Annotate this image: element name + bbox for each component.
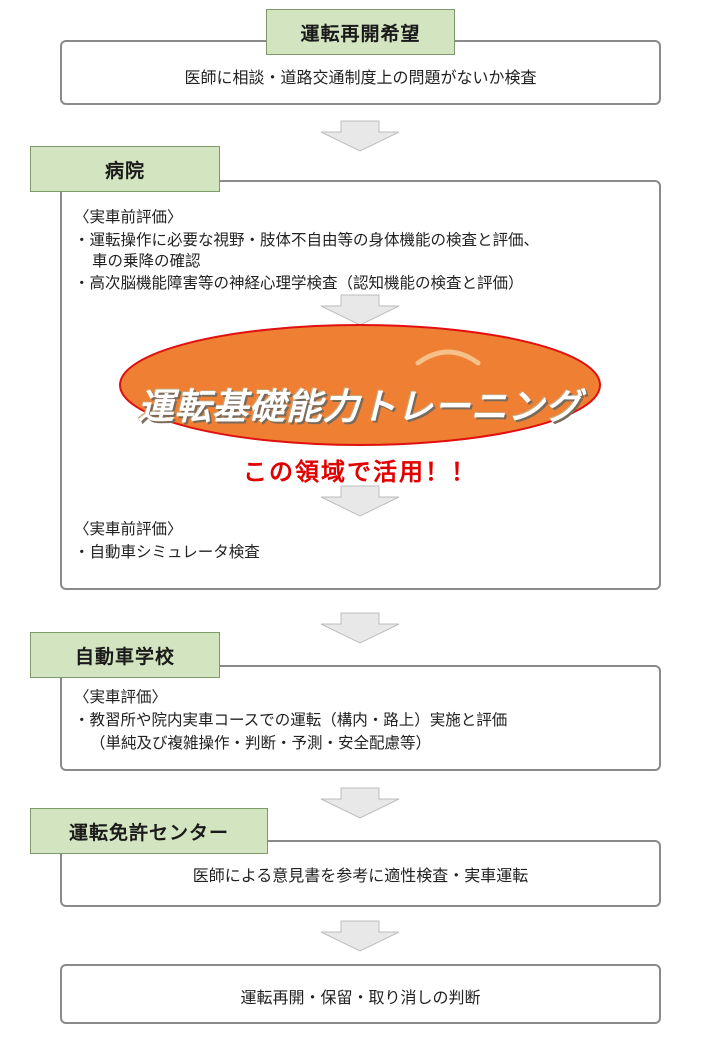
down-arrow-icon	[320, 787, 400, 819]
step-box-decision: 運転再開・保留・取り消しの判断	[60, 964, 661, 1024]
training-title: 運転基礎能力トレーニング	[137, 387, 582, 428]
down-arrow-icon	[320, 294, 400, 326]
step-tag-hospital: 病院	[30, 146, 220, 192]
list-item: ・教習所や院内実車コースでの運転（構内・路上）実施と評価	[74, 711, 508, 729]
section-heading: 〈実車前評価〉	[74, 520, 183, 538]
step-text: 医師による意見書を参考に適性検査・実車運転	[192, 866, 529, 885]
list-item-continued: 車の乗降の確認	[92, 252, 201, 270]
step-tag-license-center: 運転免許センター	[30, 808, 268, 854]
section-heading: 〈実車前評価〉	[74, 208, 183, 226]
list-item-continued: （単純及び複雑操作・判断・予測・安全配慮等）	[90, 734, 432, 752]
step-text: 運転再開・保留・取り消しの判断	[240, 988, 481, 1007]
down-arrow-icon	[320, 485, 400, 517]
list-item: ・高次脳機能障害等の神経心理学検査（認知機能の検査と評価）	[74, 274, 524, 292]
list-item: ・運転操作に必要な視野・肢体不自由等の身体機能の検査と評価、	[74, 231, 540, 249]
step-text: 医師に相談・道路交通制度上の問題がないか検査	[184, 68, 537, 87]
down-arrow-icon	[320, 120, 400, 152]
step-tag-driving-school: 自動車学校	[30, 632, 220, 678]
training-oval	[119, 324, 601, 446]
step-box-driving-school	[60, 665, 661, 771]
section-heading: 〈実車評価〉	[74, 688, 168, 706]
list-item: ・自動車シミュレータ検査	[74, 543, 260, 561]
down-arrow-icon	[320, 612, 400, 644]
highlight-text: この領域で活用！！	[243, 458, 477, 486]
step-tag-driving-wish: 運転再開希望	[266, 9, 455, 55]
down-arrow-icon	[320, 920, 400, 952]
